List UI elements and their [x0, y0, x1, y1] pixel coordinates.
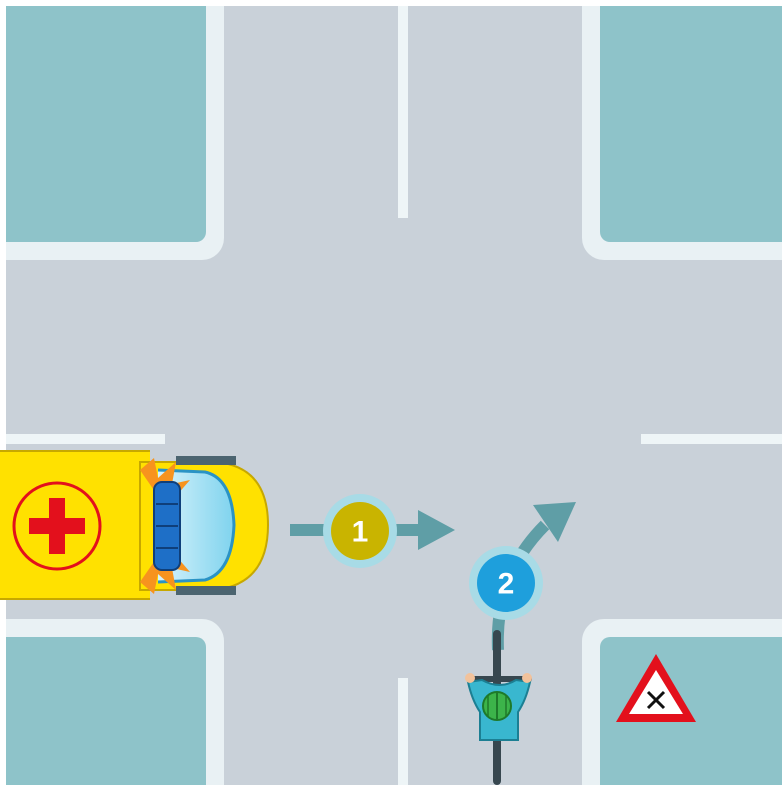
lane-marking-north: [398, 0, 408, 218]
step-badge-1: 1: [323, 494, 397, 568]
lane-marking-east: [641, 434, 782, 444]
red-cross-icon: [14, 483, 100, 569]
ambulance: [0, 450, 268, 600]
step-badge-2-label: 2: [498, 568, 515, 601]
city-block-top-right: [582, 0, 782, 260]
lane-marking-west: [0, 434, 165, 444]
city-block-bottom-left: [0, 619, 224, 785]
step-badge-1-label: 1: [352, 516, 369, 549]
lane-marking-south: [398, 678, 408, 785]
step-badge-2: 2: [469, 546, 543, 620]
city-block-top-left: [0, 0, 224, 260]
